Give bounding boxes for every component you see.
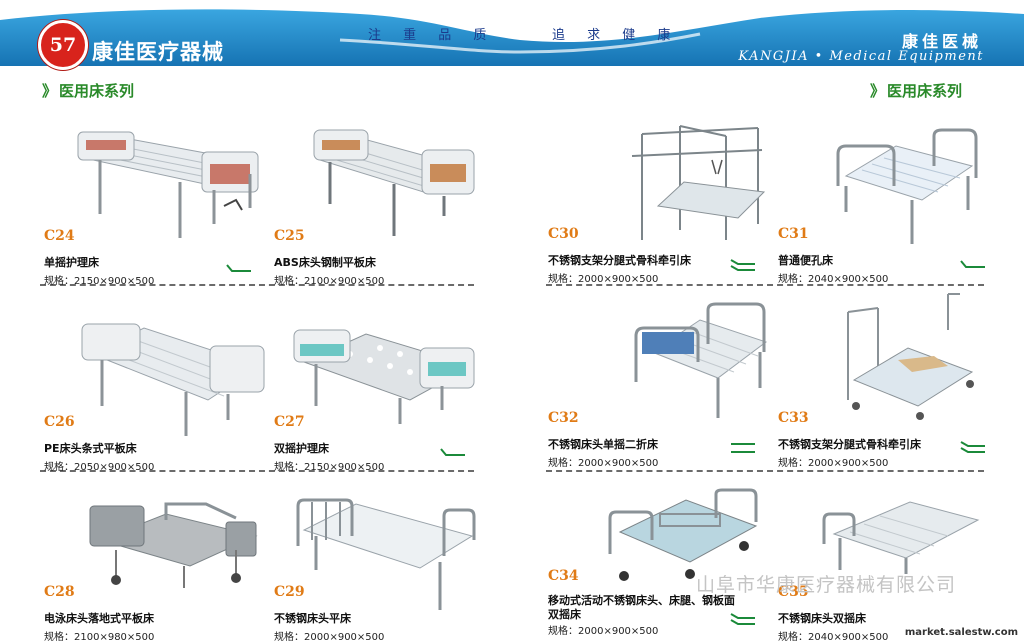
header-band-graphic bbox=[0, 0, 1024, 66]
product-code: C26 bbox=[44, 414, 75, 430]
product-name: 单摇护理床 bbox=[44, 256, 99, 269]
product-spec: 规格：2040×900×500 bbox=[778, 274, 889, 285]
watermark-company: 山阜市华康医疗器械有限公司 bbox=[696, 574, 957, 596]
bed-image-c29 bbox=[296, 498, 476, 610]
double-chevron-icon: 》 bbox=[870, 82, 886, 100]
product-spec: 规格：2150×900×500 bbox=[274, 462, 385, 473]
product-item-c31[interactable]: C31 普通便孔床 规格：2040×900×500 bbox=[778, 226, 1008, 285]
product-code: C29 bbox=[274, 584, 305, 600]
company-name: 康佳医疗器械 bbox=[92, 40, 224, 64]
brand-name-cn: 康佳医械 bbox=[901, 32, 982, 51]
row-divider bbox=[40, 470, 474, 472]
section-title-right: 》医用床系列 bbox=[870, 80, 962, 101]
row-divider bbox=[40, 284, 474, 286]
header-banner: 57 康佳医疗器械 注 重 品 质 追 求 健 康 康佳医械 KANGJIA •… bbox=[0, 0, 1024, 70]
row-divider bbox=[546, 470, 984, 472]
section-title-text: 医用床系列 bbox=[59, 82, 135, 100]
product-name: 不锈钢床头单摇二折床 bbox=[548, 438, 658, 451]
product-spec: 规格：2000×900×500 bbox=[778, 458, 889, 469]
bed-image-c32 bbox=[634, 302, 768, 418]
product-name: ABS床头钢制平板床 bbox=[274, 256, 376, 269]
product-code: C24 bbox=[44, 228, 75, 244]
product-name: 普通便孔床 bbox=[778, 254, 833, 267]
product-code: C31 bbox=[778, 226, 809, 242]
product-item-c35[interactable]: C35 不锈钢床头双摇床 规格：2040×900×500 bbox=[778, 584, 1008, 643]
watermark-url: market.salestw.com bbox=[902, 627, 1020, 638]
company-logo: 57 bbox=[38, 20, 88, 70]
section-title-left: 》医用床系列 bbox=[42, 80, 134, 101]
bed-position-glyph bbox=[730, 259, 755, 271]
product-item-c33[interactable]: C33 不锈钢支架分腿式骨科牵引床 规格：2000×900×500 bbox=[778, 410, 1008, 469]
bed-image-c28 bbox=[89, 502, 258, 588]
product-spec: 规格：2100×900×500 bbox=[274, 276, 385, 287]
bed-position-glyph bbox=[440, 448, 465, 456]
product-item-c25[interactable]: C25 ABS床头钢制平板床 规格：2100×900×500 bbox=[274, 228, 504, 287]
bed-image-c25 bbox=[313, 129, 475, 236]
product-code: C32 bbox=[548, 410, 579, 426]
section-title-text: 医用床系列 bbox=[887, 82, 963, 100]
bed-position-glyph bbox=[730, 613, 755, 625]
slogan-health: 追 求 健 康 bbox=[552, 28, 680, 43]
product-spec: 规格：2050×900×500 bbox=[44, 462, 155, 473]
product-spec: 规格：2000×900×500 bbox=[548, 626, 659, 637]
product-code: C25 bbox=[274, 228, 305, 244]
product-code: C35 bbox=[778, 584, 809, 600]
product-name: 不锈钢支架分腿式骨科牵引床 bbox=[548, 254, 691, 267]
bed-image-c24 bbox=[77, 131, 259, 238]
product-name: PE床头条式平板床 bbox=[44, 442, 137, 455]
product-item-c34[interactable]: C34 移动式活动不锈钢床头、床腿、钢板面双摇床 规格：2000×900×500 bbox=[548, 568, 738, 637]
row-divider bbox=[546, 284, 984, 286]
product-item-c27[interactable]: C27 双摇护理床 规格：2150×900×500 bbox=[274, 414, 504, 473]
bed-image-c26 bbox=[81, 323, 265, 436]
product-name: 电泳床头落地式平板床 bbox=[44, 612, 154, 625]
product-code: C30 bbox=[548, 226, 579, 242]
brand-name-en: KANGJIA • Medical Equipment bbox=[738, 49, 984, 64]
product-spec: 规格：2000×900×500 bbox=[274, 632, 385, 643]
bed-image-c35 bbox=[822, 501, 980, 574]
product-item-c28[interactable]: C28 电泳床头落地式平板床 规格：2100×980×500 bbox=[44, 584, 274, 643]
product-item-c29[interactable]: C29 不锈钢床头平床 规格：2000×900×500 bbox=[274, 584, 504, 643]
bed-image-c27 bbox=[293, 329, 475, 424]
product-item-c24[interactable]: C24 单摇护理床 规格：2150×900×500 bbox=[44, 228, 274, 287]
product-name: 双摇护理床 bbox=[274, 442, 329, 455]
product-code: C33 bbox=[778, 410, 809, 426]
product-spec: 规格：2000×900×500 bbox=[548, 274, 659, 285]
bed-position-glyph bbox=[731, 443, 755, 453]
product-name: 不锈钢床头双摇床 bbox=[778, 612, 866, 625]
bed-position-glyph bbox=[226, 264, 251, 272]
product-spec: 规格：2150×900×500 bbox=[44, 276, 155, 287]
product-spec: 规格：2000×900×500 bbox=[548, 458, 659, 469]
product-item-c26[interactable]: C26 PE床头条式平板床 规格：2050×900×500 bbox=[44, 414, 274, 473]
product-item-c30[interactable]: C30 不锈钢支架分腿式骨科牵引床 规格：2000×900×500 bbox=[548, 226, 778, 285]
product-code: C28 bbox=[44, 584, 75, 600]
product-spec: 规格：2040×900×500 bbox=[778, 632, 889, 643]
product-name: 移动式活动不锈钢床头、床腿、钢板面双摇床 bbox=[548, 594, 735, 621]
bed-position-glyph bbox=[960, 441, 985, 453]
product-code: C27 bbox=[274, 414, 305, 430]
bed-position-glyph bbox=[960, 260, 985, 268]
product-item-c32[interactable]: C32 不锈钢床头单摇二折床 规格：2000×900×500 bbox=[548, 410, 778, 469]
double-chevron-icon: 》 bbox=[42, 82, 58, 100]
product-name: 不锈钢床头平床 bbox=[274, 612, 351, 625]
bed-image-c33 bbox=[847, 293, 974, 420]
product-code: C34 bbox=[548, 568, 579, 584]
slogan-quality: 注 重 品 质 bbox=[368, 28, 496, 43]
product-name: 不锈钢支架分腿式骨科牵引床 bbox=[778, 438, 921, 451]
bed-image-c30 bbox=[631, 125, 766, 240]
bed-image-c31 bbox=[836, 128, 978, 244]
bed-image-c34 bbox=[608, 488, 758, 581]
product-spec: 规格：2100×980×500 bbox=[44, 632, 155, 643]
